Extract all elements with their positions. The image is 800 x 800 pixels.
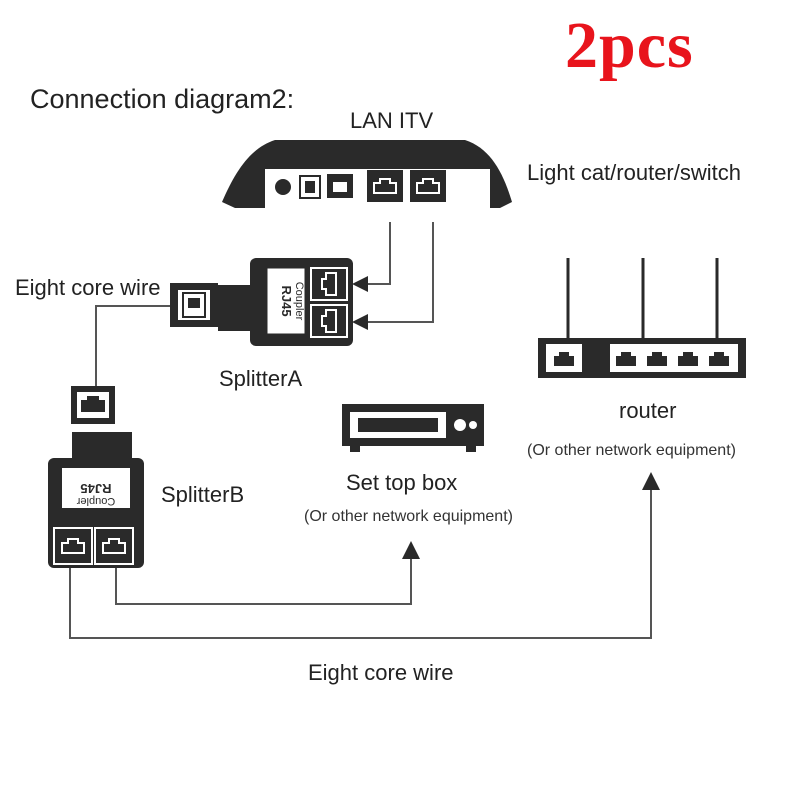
arrow-head-icon: [642, 472, 660, 490]
router-lan-port-2: [647, 352, 667, 366]
splitter-b: RJ45 Coupler: [48, 386, 144, 568]
wire-splitter-b-to-set-top-box: [115, 558, 412, 605]
diagram-title: Connection diagram2:: [30, 84, 295, 114]
wire-splitter-a-to-splitter-b: [95, 305, 170, 386]
set-top-box-button-2: [469, 421, 477, 429]
quantity-badge: 2pcs: [565, 9, 694, 82]
splitter-b-port-1: [53, 527, 93, 565]
splitter-a: RJ45 Coupler: [170, 258, 353, 346]
wire-modem-to-splitter-a-2: [365, 222, 434, 323]
wire-splitter-b-to-router: [69, 488, 652, 639]
label-set-top-box-sub: (Or other network equipment): [304, 508, 513, 525]
set-top-box: [342, 404, 484, 452]
modem-lan-port-2: [410, 170, 446, 202]
arrow-head-icon: [352, 314, 368, 330]
router-lan-port-3: [678, 352, 698, 366]
set-top-box-slot: [358, 418, 438, 432]
light-cat-modem: [222, 140, 512, 208]
modem-lan-port-1: [367, 170, 403, 202]
arrow-head-icon: [402, 541, 420, 559]
arrow-head-icon: [352, 276, 368, 292]
splitter-a-text-2: Coupler: [293, 282, 305, 321]
router-lan-port-4: [709, 352, 729, 366]
label-set-top-box: Set top box: [346, 470, 458, 495]
splitter-a-text-1: RJ45: [279, 285, 294, 316]
label-splitter-a: SplitterA: [219, 366, 303, 391]
wire-modem-to-splitter-a-1: [365, 222, 391, 285]
router-device: [538, 258, 746, 378]
router-lan-port-1: [616, 352, 636, 366]
label-eight-core-bottom: Eight core wire: [308, 660, 454, 685]
set-top-box-button-1: [454, 419, 466, 431]
label-lan-itv: LAN ITV: [350, 108, 434, 133]
router-wan-port: [554, 352, 574, 366]
label-router-sub: (Or other network equipment): [527, 442, 736, 459]
label-light-cat: Light cat/router/switch: [527, 160, 741, 185]
label-eight-core-top: Eight core wire: [15, 275, 161, 300]
splitter-b-text-2: Coupler: [76, 495, 115, 507]
splitter-b-text-1: RJ45: [80, 481, 111, 496]
power-port-icon: [275, 179, 291, 195]
splitter-b-port-2: [94, 527, 134, 565]
label-splitter-b: SplitterB: [161, 482, 245, 507]
label-router: router: [619, 398, 677, 423]
